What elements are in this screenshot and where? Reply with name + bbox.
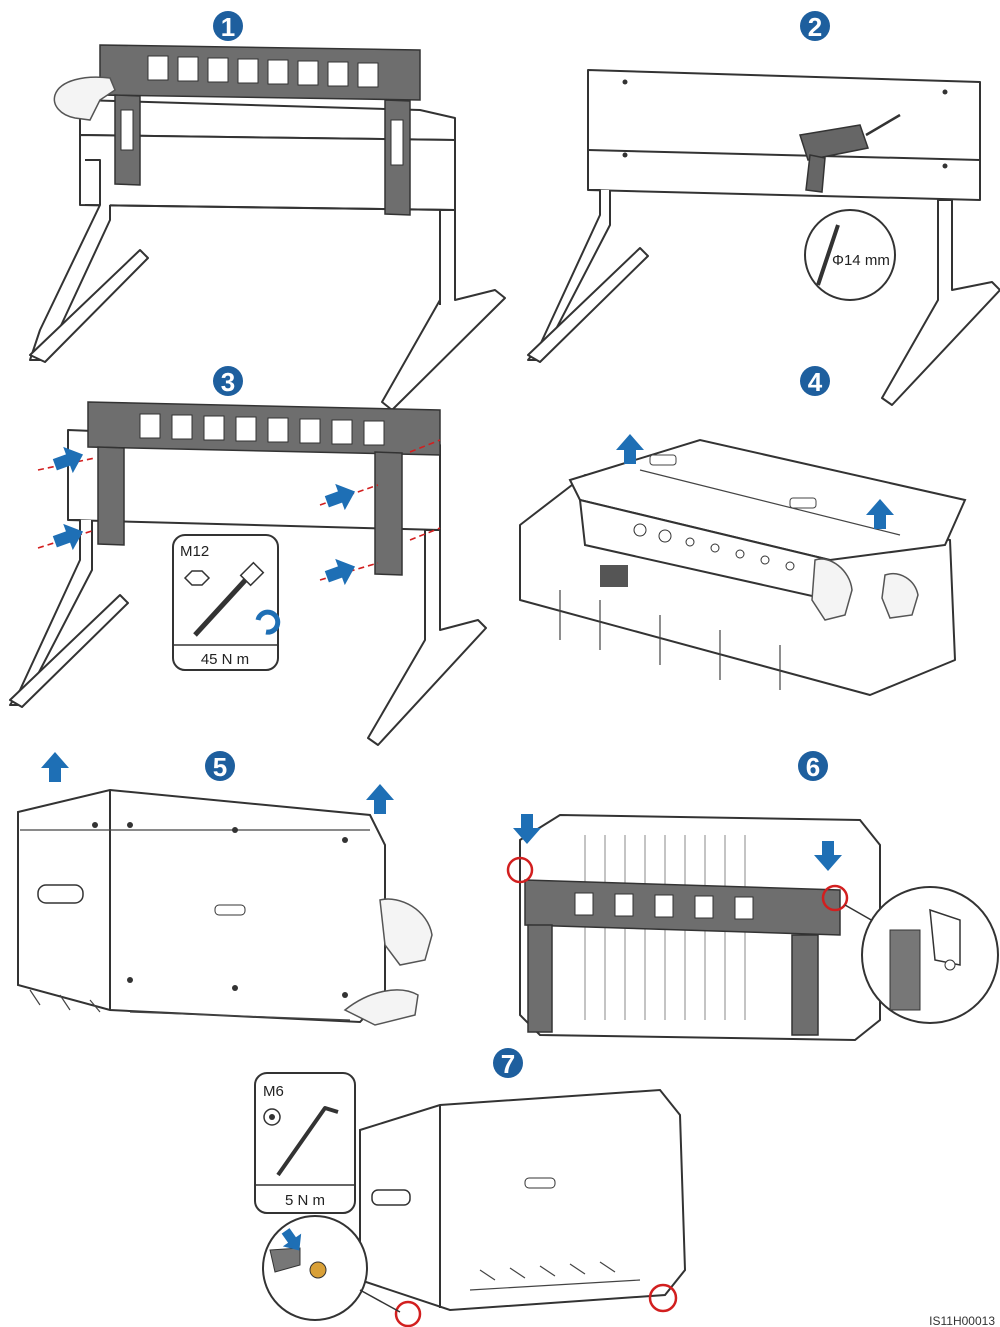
hook-detail-callout	[844, 886, 999, 1024]
step-4-badge: 4	[800, 366, 830, 397]
mounting-bracket-bolted	[87, 401, 441, 576]
step-3-panel: 3	[9, 366, 487, 746]
drill-bit-size-label: Φ14 mm	[832, 252, 890, 269]
step-2-number: 2	[808, 12, 822, 42]
mounting-stand	[29, 99, 506, 411]
hex-nut-icon	[263, 1108, 281, 1126]
step-4-panel: 4	[519, 366, 967, 696]
hand-icon	[53, 76, 116, 121]
inverter-secured	[359, 1088, 687, 1327]
hand-icon	[811, 558, 919, 621]
screw-size-label: M6	[263, 1083, 284, 1100]
step-6-badge: 6	[798, 751, 828, 782]
step-5-number: 5	[213, 752, 227, 782]
step-4-number: 4	[808, 367, 823, 397]
bolt-torque-label: 45 N m	[201, 651, 249, 668]
tighten-arrow-icon	[255, 609, 281, 635]
inverter-back-on-bracket	[506, 813, 881, 1042]
step-7-panel: 7 M6 5 N m	[254, 1048, 687, 1327]
step-3-number: 3	[221, 367, 235, 397]
step-7-number: 7	[501, 1049, 515, 1079]
step-2-badge: 2	[800, 11, 830, 42]
bolt-size-label: M12	[180, 543, 209, 560]
step-3-badge: 3	[213, 366, 243, 397]
step-6-number: 6	[806, 752, 820, 782]
bolt-torque-callout: M12 45 N m	[172, 534, 281, 671]
hand-icon	[343, 898, 433, 1026]
inverter-in-packaging	[519, 438, 967, 696]
drill-icon	[799, 113, 901, 193]
screw-torque-label: 5 N m	[285, 1192, 325, 1209]
step-6-panel: 6	[506, 751, 999, 1042]
hex-key-icon	[276, 1106, 339, 1177]
screw-torque-callout: M6 5 N m	[254, 1072, 356, 1214]
mounting-stand-drilling	[527, 69, 1000, 406]
hex-nut-icon	[183, 570, 211, 586]
screw-detail-callout	[262, 1215, 401, 1321]
step-5-badge: 5	[205, 751, 235, 782]
mounting-bracket	[99, 44, 421, 216]
step-7-badge: 7	[493, 1048, 523, 1079]
step-5-panel: 5	[17, 751, 433, 1026]
step-2-panel: 2 Φ14 mm	[527, 11, 1000, 406]
inverter-lifting	[17, 788, 386, 1024]
socket-wrench-icon	[193, 561, 265, 637]
step-1-badge: 1	[213, 11, 243, 42]
drill-bit-callout: Φ14 mm	[804, 209, 896, 301]
step-1-panel: 1	[29, 11, 506, 411]
step-1-number: 1	[221, 12, 235, 42]
document-id-label: IS11H00013	[929, 1314, 995, 1327]
